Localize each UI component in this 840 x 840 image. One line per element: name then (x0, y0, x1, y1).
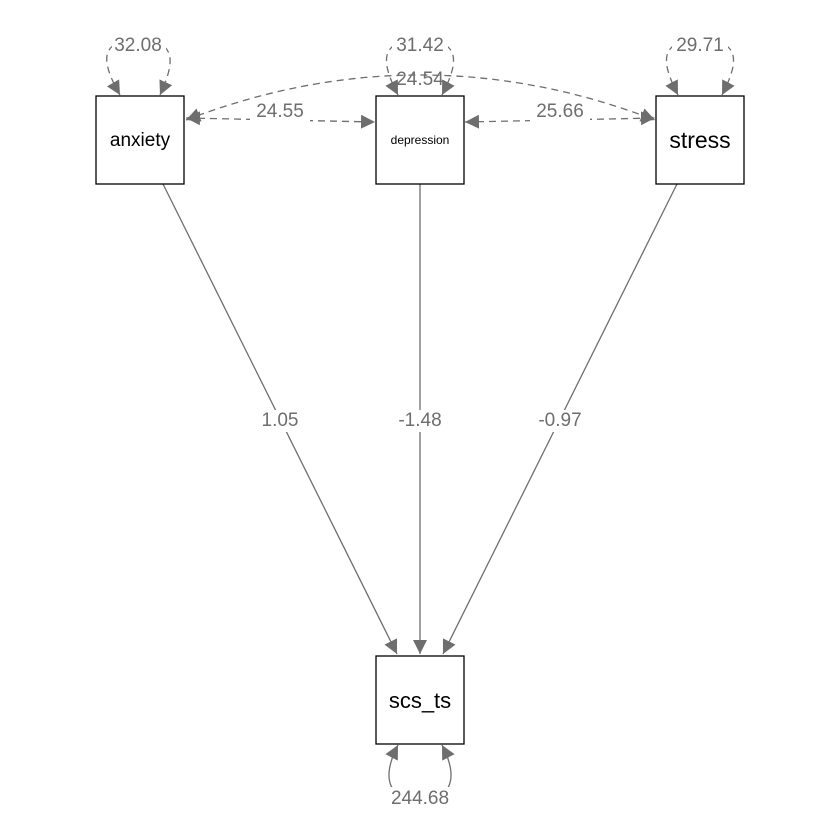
var-anxiety (106, 39, 173, 96)
node-label-scs_ts: scs_ts (389, 688, 451, 713)
label-anxiety-scs_ts: 1.05 (262, 410, 299, 431)
node-anxiety: anxiety (95, 95, 185, 185)
label-var-anxiety: 32.08 (114, 35, 162, 56)
label-cov-anxiety-stress: 24.54 (396, 69, 444, 90)
node-scs_ts: scs_ts (375, 655, 465, 745)
label-depression-scs_ts: -1.48 (398, 410, 441, 431)
var-stress (665, 39, 735, 96)
label-var-scs_ts: 244.68 (391, 788, 449, 809)
node-depression: depression (375, 95, 465, 185)
node-label-depression: depression (391, 133, 450, 147)
node-label-anxiety: anxiety (110, 130, 171, 151)
label-cov-depression-stress: 25.66 (536, 101, 584, 122)
label-cov-anxiety-depression: 24.55 (256, 101, 304, 122)
cov-depression-stress (464, 111, 656, 129)
var-depression (385, 39, 455, 96)
node-label-stress: stress (669, 127, 730, 153)
node-stress: stress (655, 95, 745, 185)
cov-anxiety-depression (185, 111, 376, 129)
label-var-stress: 29.71 (676, 35, 724, 56)
cov-anxiety-stress (185, 74, 656, 122)
label-var-depression: 31.42 (396, 35, 444, 56)
label-stress-scs_ts: -0.97 (538, 410, 581, 431)
